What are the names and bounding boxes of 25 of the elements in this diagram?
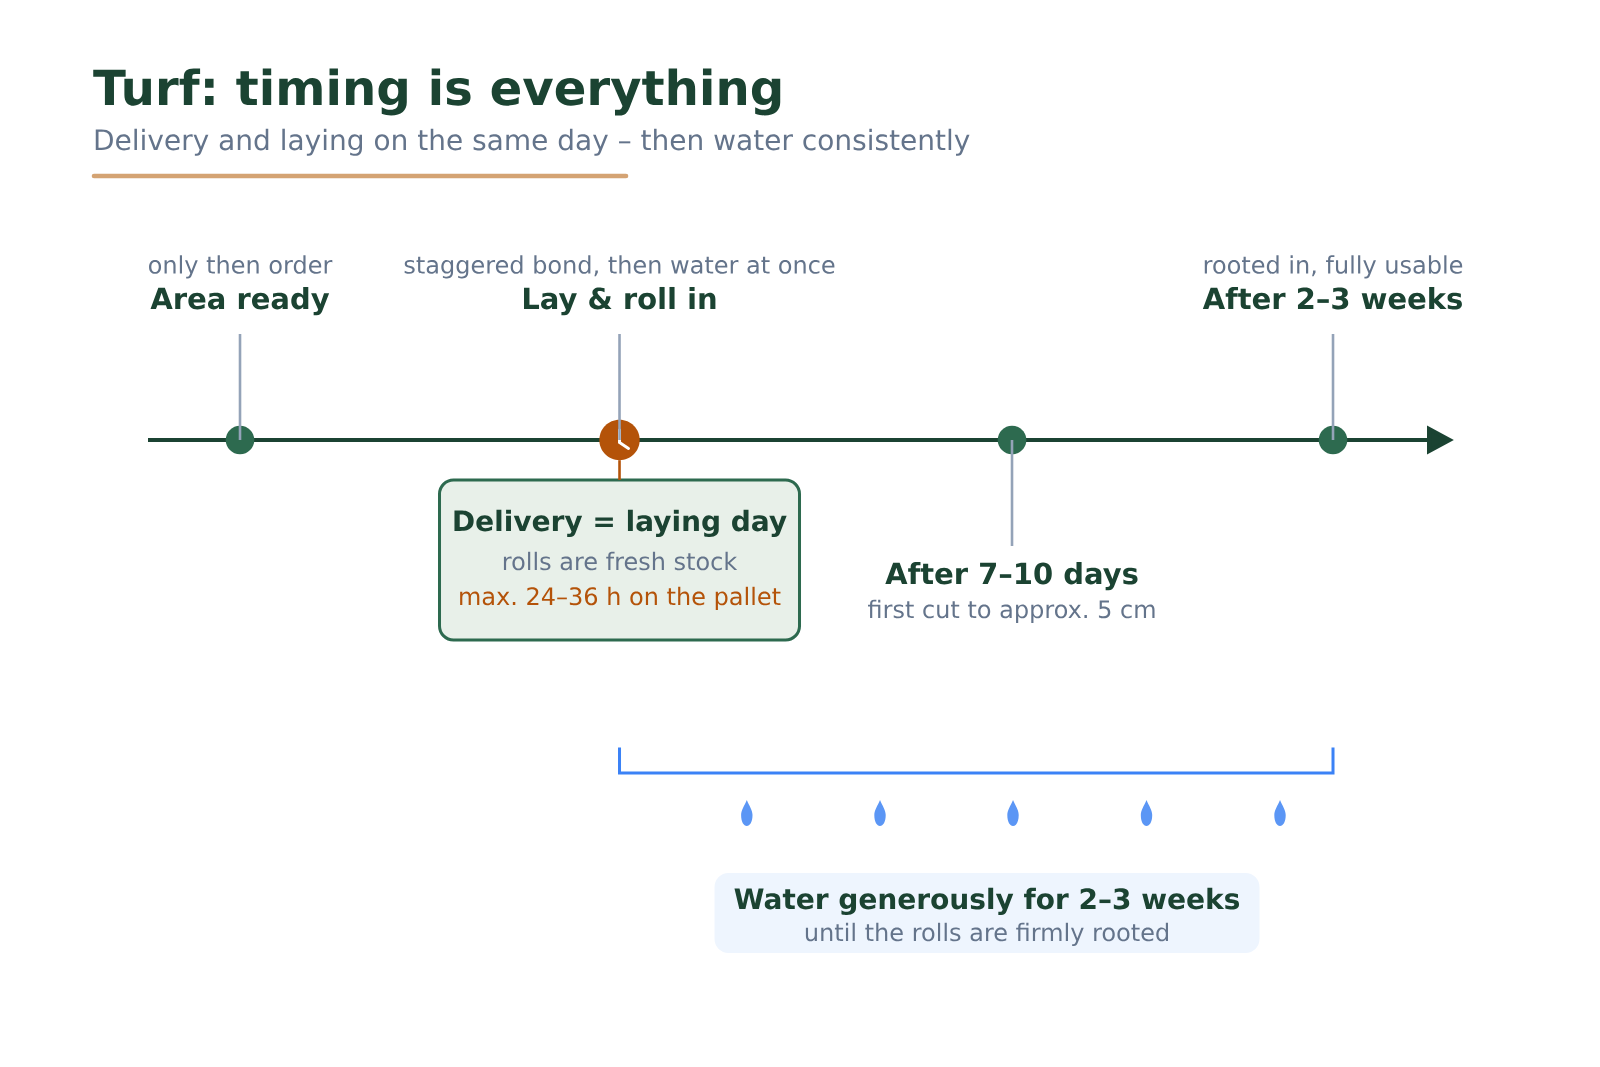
leader-line xyxy=(1331,334,1335,440)
milestone-label: Area ready xyxy=(150,286,330,316)
milestone-note: staggered bond, then water at once xyxy=(404,255,835,279)
connector-line xyxy=(618,460,621,480)
box-heading: Delivery = laying day xyxy=(454,509,787,538)
leader-line xyxy=(1010,440,1014,546)
milestone-dot xyxy=(1318,425,1348,455)
milestone-label: Lay & roll in xyxy=(524,286,716,316)
box-text: max. 24–36 h on the pallet xyxy=(460,586,781,610)
milestone-note: only then order xyxy=(149,255,333,279)
leader-line xyxy=(238,334,242,440)
milestone-dot xyxy=(225,425,255,455)
subtitle: Delivery and laying on the same day – then water consistently xyxy=(95,128,970,156)
callout-box xyxy=(438,478,801,642)
milestone-dot xyxy=(997,425,1027,455)
milestone-label: After 7–10 days xyxy=(885,561,1138,591)
box-text: until the rolls are firmly rooted xyxy=(805,922,1168,946)
box-heading: Water generously for 2–3 weeks xyxy=(734,887,1239,916)
box-text: rolls are fresh stock xyxy=(503,551,738,571)
leader-line xyxy=(618,334,621,440)
clock-icon xyxy=(599,419,640,461)
milestone-note: first cut to approx. 5 cm xyxy=(868,599,1155,623)
title: Turf: timing is everything xyxy=(93,68,781,116)
milestone-note: rooted in, fully usable xyxy=(1204,255,1463,279)
milestone-label: After 2–3 weeks xyxy=(1202,286,1462,310)
